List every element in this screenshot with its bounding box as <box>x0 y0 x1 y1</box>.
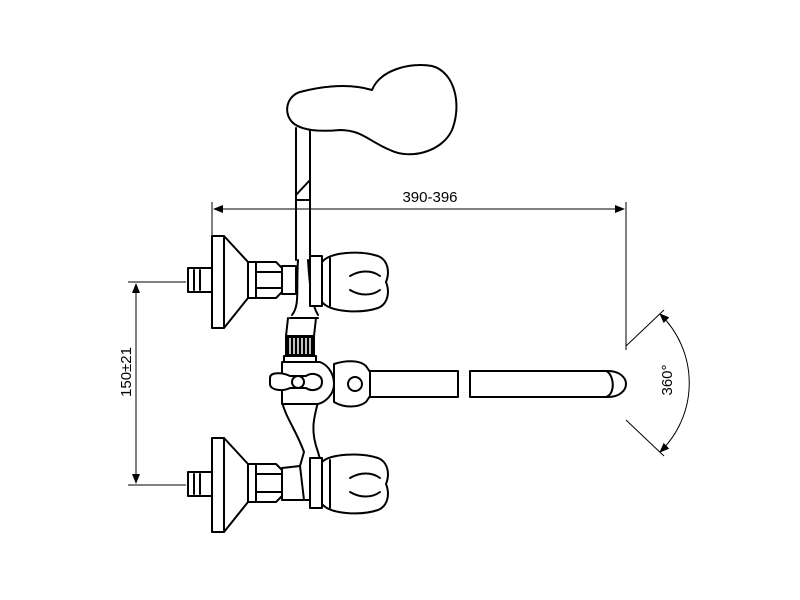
width-dimension: 390-396 <box>211 189 627 350</box>
upper-hex-nut <box>247 261 297 299</box>
upper-wall-escutcheon <box>187 235 249 329</box>
height-dimension: 150±21 <box>118 281 186 486</box>
swing-spout <box>369 370 627 398</box>
lower-hex-nut <box>247 463 283 503</box>
mixer-block <box>269 360 371 408</box>
shower-head <box>286 64 458 156</box>
lower-wall-escutcheon <box>187 437 249 533</box>
rotation-dimension-label: 360° <box>659 364 676 395</box>
upper-valve-handle <box>309 251 389 313</box>
lower-valve-handle <box>309 453 389 515</box>
diverter <box>283 317 319 363</box>
height-dimension-label: 150±21 <box>118 347 135 397</box>
rotation-dimension: 360° <box>625 309 690 457</box>
width-dimension-label: 390-396 <box>402 189 457 206</box>
